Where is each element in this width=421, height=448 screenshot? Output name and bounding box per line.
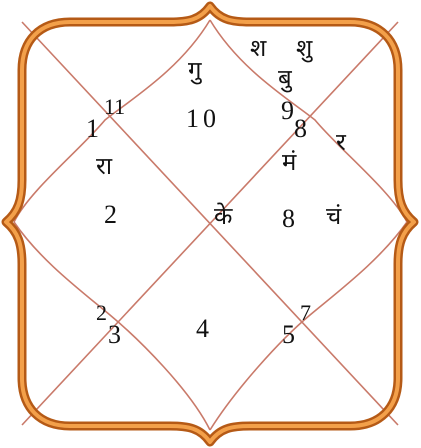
planet-mangal: मं — [282, 150, 296, 174]
house-number-h1-left: 1 — [86, 116, 99, 142]
house-number-h8: 8 — [282, 206, 295, 232]
house-number-h4: 4 — [196, 316, 209, 342]
house-number-h3-top: 2 — [96, 302, 107, 324]
house-dividers — [14, 20, 407, 430]
house-number-h1-top: 11 — [104, 96, 125, 118]
house-number-h9-bottom: 8 — [294, 116, 307, 142]
house-number-h10: 10 — [186, 106, 220, 132]
house-number-h2: 2 — [104, 202, 117, 228]
house-number-h9-top: 9 — [281, 98, 294, 124]
planet-chandra: चं — [326, 204, 341, 228]
planet-ketu: के — [214, 204, 232, 228]
planet-budh: बु — [278, 66, 292, 90]
planet-guru: गु — [188, 58, 202, 82]
planet-shani: श — [250, 36, 266, 60]
planet-shukra: शु — [296, 36, 312, 60]
planet-ravi: र — [336, 130, 346, 154]
house-number-h5-right: 7 — [300, 302, 311, 324]
house-number-h5-left: 5 — [282, 322, 295, 348]
diamond-edge-bottom-right — [210, 222, 407, 430]
house-number-h3-bottom: 3 — [108, 322, 121, 348]
planet-rahu: रा — [96, 154, 112, 178]
